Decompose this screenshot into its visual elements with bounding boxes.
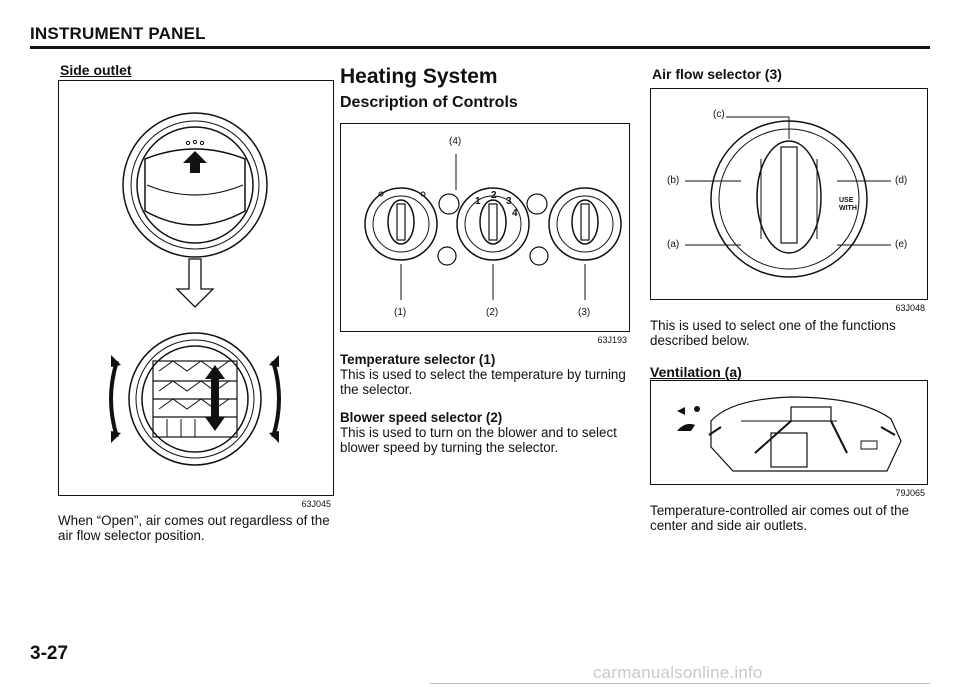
label-3: (3) xyxy=(578,307,591,318)
ventilation-text: Temperature-controlled air comes out of … xyxy=(650,503,910,533)
controls-figure-code: 63J193 xyxy=(597,335,627,345)
side-outlet-caption: When “Open”, air comes out regardless of… xyxy=(58,513,330,543)
label-2: (2) xyxy=(486,307,499,318)
label-c: (c) xyxy=(713,109,725,120)
page-header-title: INSTRUMENT PANEL xyxy=(30,24,206,43)
blower-number-3: 3 xyxy=(506,196,512,207)
air-flow-figure-code: 63J048 xyxy=(895,303,925,313)
air-flow-selector-heading: Air flow selector (3) xyxy=(652,66,782,82)
header-rule xyxy=(30,46,930,49)
label-b: (b) xyxy=(667,175,680,186)
label-1: (1) xyxy=(394,307,407,318)
temperature-selector-text: This is used to select the temperature b… xyxy=(340,367,626,397)
blower-number-1: 1 xyxy=(475,196,481,207)
ventilation-heading: Ventilation (a) xyxy=(650,364,742,380)
side-outlet-illustration xyxy=(109,112,281,466)
side-outlet-figure-code: 63J045 xyxy=(301,499,331,509)
ventilation-figure: 79J065 xyxy=(650,380,928,498)
page-number: 3-27 xyxy=(30,643,69,664)
label-e: (e) xyxy=(895,239,908,250)
footer-rule xyxy=(430,683,930,684)
air-flow-figure: (c) (b) (d) (a) (e) USE WITH 63J048 xyxy=(650,88,928,313)
description-of-controls-heading: Description of Controls xyxy=(340,94,518,111)
use-with-marking: USE WITH xyxy=(839,197,857,212)
blower-number-2: 2 xyxy=(491,190,497,201)
watermark: carmanualsonline.info xyxy=(593,663,763,682)
air-flow-desc: This is used to select one of the functi… xyxy=(650,318,896,348)
blower-selector-text: This is used to turn on the blower and t… xyxy=(340,425,617,455)
blower-number-4: 4 xyxy=(512,208,518,219)
side-outlet-heading: Side outlet xyxy=(60,62,132,78)
side-outlet-figure: 63J045 xyxy=(58,80,334,509)
label-4: (4) xyxy=(449,136,462,147)
label-a: (a) xyxy=(667,239,680,250)
air-flow-selector-illustration xyxy=(685,116,891,278)
label-d: (d) xyxy=(895,175,908,186)
ventilation-figure-code: 79J065 xyxy=(895,488,925,498)
heater-controls-illustration xyxy=(364,154,622,300)
blower-selector-heading: Blower speed selector (2) xyxy=(340,410,503,425)
controls-figure: (4) (1) (2) (3) 1 2 3 4 63J193 xyxy=(340,123,630,345)
temperature-selector-heading: Temperature selector (1) xyxy=(340,352,496,367)
ventilation-illustration xyxy=(677,396,902,472)
heating-system-heading: Heating System xyxy=(340,65,498,88)
